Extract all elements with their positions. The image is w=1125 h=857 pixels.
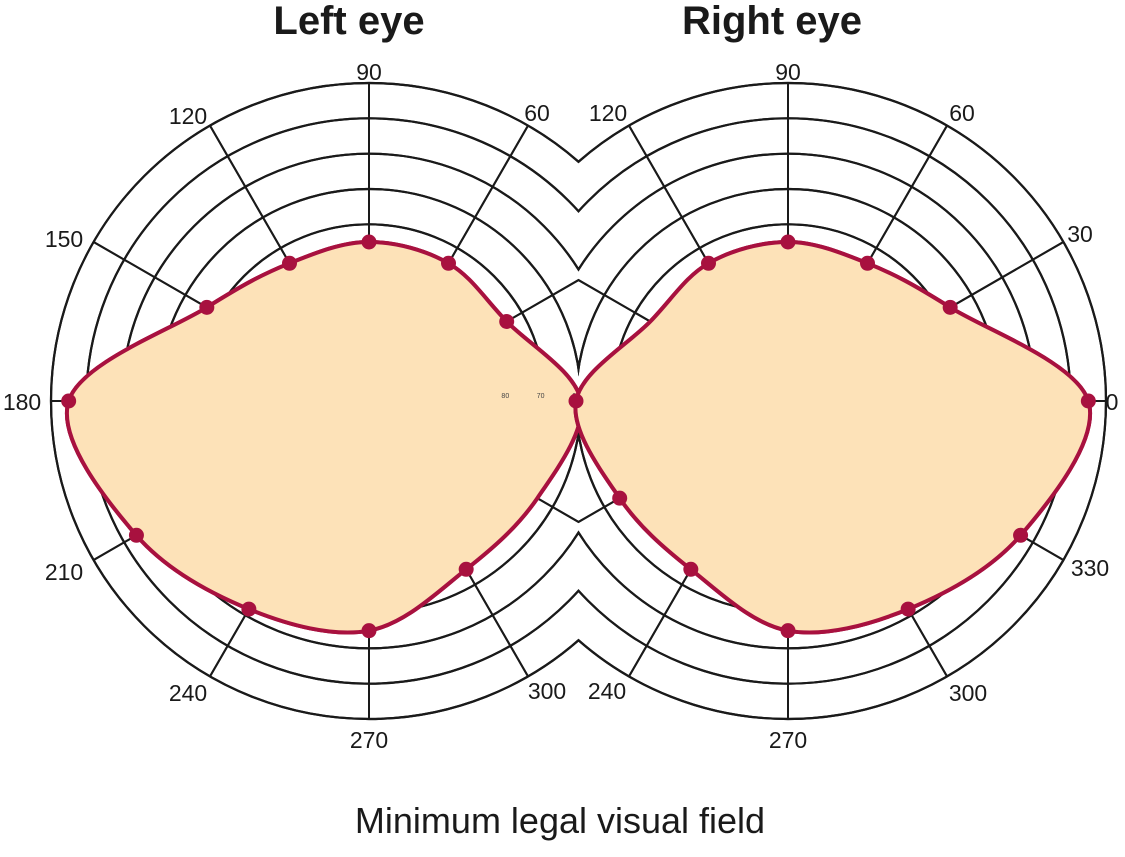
right-eye-angle-labels: 90 120 60 30 0 330 240 270 300 xyxy=(588,59,1119,753)
left-eye-angle-labels: 90 60 120 150 180 210 240 270 300 xyxy=(3,59,566,753)
field-data-point xyxy=(900,601,916,617)
left-eye-angle-label: 210 xyxy=(45,559,83,585)
field-data-point xyxy=(568,393,584,409)
field-data-point xyxy=(701,255,716,271)
right-eye-chart: Right eye 101020203030404050506060707080… xyxy=(501,0,1119,753)
left-eye-angle-label: 180 xyxy=(3,389,41,415)
right-eye-angle-label: 30 xyxy=(1067,221,1093,247)
right-eye-angle-label: 330 xyxy=(1071,555,1109,581)
left-eye-chart: Left eye 1010202030304040505060607070808… xyxy=(3,0,656,753)
right-eye-angle-label: 0 xyxy=(1106,389,1119,415)
field-data-point xyxy=(199,299,215,315)
field-data-point xyxy=(241,601,257,617)
field-data-point xyxy=(860,255,875,271)
field-data-point xyxy=(282,255,297,271)
field-data-point xyxy=(128,527,144,543)
field-data-point xyxy=(942,299,958,315)
left-eye-angle-label: 300 xyxy=(528,678,566,704)
left-eye-angle-label: 150 xyxy=(45,226,83,252)
field-data-point xyxy=(780,623,796,639)
radial-tick-label: 70 xyxy=(537,393,545,400)
field-data-point xyxy=(1013,527,1029,543)
caption: Minimum legal visual field xyxy=(355,800,765,841)
field-data-point xyxy=(499,314,515,329)
right-eye-field xyxy=(568,81,1108,721)
field-data-point xyxy=(61,393,77,409)
right-eye-angle-label: 120 xyxy=(589,100,627,126)
right-eye-angle-label: 240 xyxy=(588,678,626,704)
field-data-point xyxy=(361,623,377,639)
field-data-point xyxy=(361,234,377,250)
left-eye-angle-label: 270 xyxy=(350,727,388,753)
right-eye-angle-label: 60 xyxy=(949,100,975,126)
left-eye-angle-label: 240 xyxy=(169,680,207,706)
field-data-point xyxy=(683,561,699,577)
right-eye-angle-label: 90 xyxy=(775,59,801,85)
left-eye-title: Left eye xyxy=(273,0,424,43)
left-eye-angle-label: 120 xyxy=(169,103,207,129)
right-eye-angle-label: 270 xyxy=(769,727,807,753)
radial-tick-label: 80 xyxy=(501,393,509,400)
right-eye-angle-label: 300 xyxy=(949,680,987,706)
field-data-point xyxy=(780,234,796,250)
left-eye-angle-label: 90 xyxy=(356,59,382,85)
field-data-point xyxy=(458,561,474,577)
field-data-point xyxy=(1080,393,1096,409)
field-data-point xyxy=(612,490,628,506)
field-data-point xyxy=(441,255,456,271)
left-eye-angle-label: 60 xyxy=(524,100,550,126)
right-eye-title: Right eye xyxy=(682,0,862,43)
left-eye-field xyxy=(49,81,589,721)
